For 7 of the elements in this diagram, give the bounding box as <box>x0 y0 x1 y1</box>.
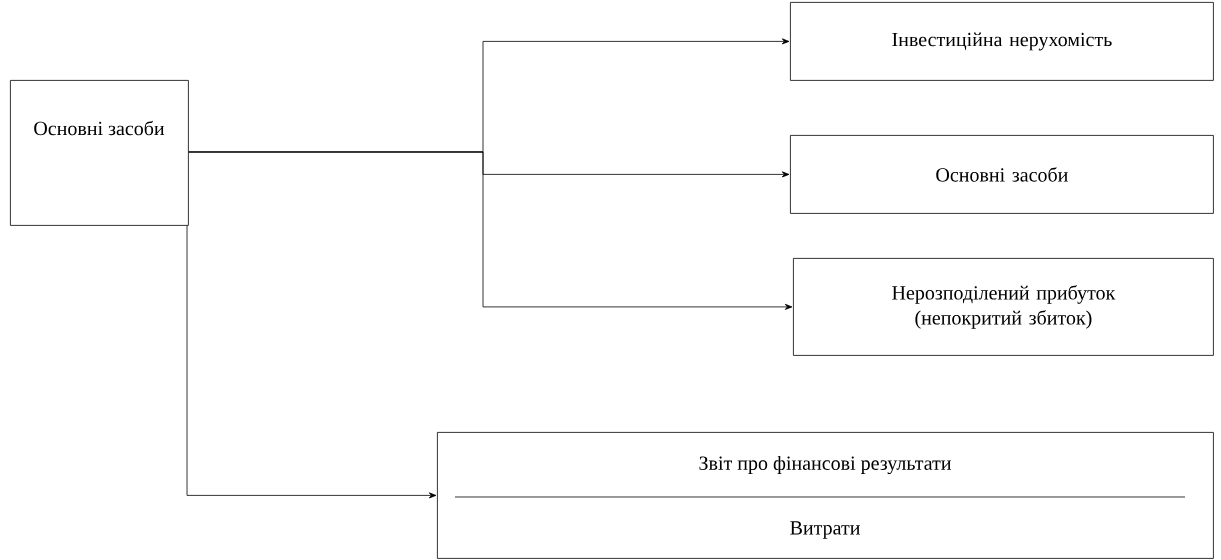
box: Інвестиційна нерухомість <box>790 2 1214 81</box>
arrow <box>188 151 793 310</box>
arrow <box>186 225 437 499</box>
table-box: Звіт про фінансові результати Витрати <box>437 432 1214 559</box>
box: Нерозподілений прибуток (непокритий збиток) <box>793 258 1214 356</box>
box: Основні засоби <box>790 135 1214 214</box>
box: Основні засоби <box>10 80 189 226</box>
